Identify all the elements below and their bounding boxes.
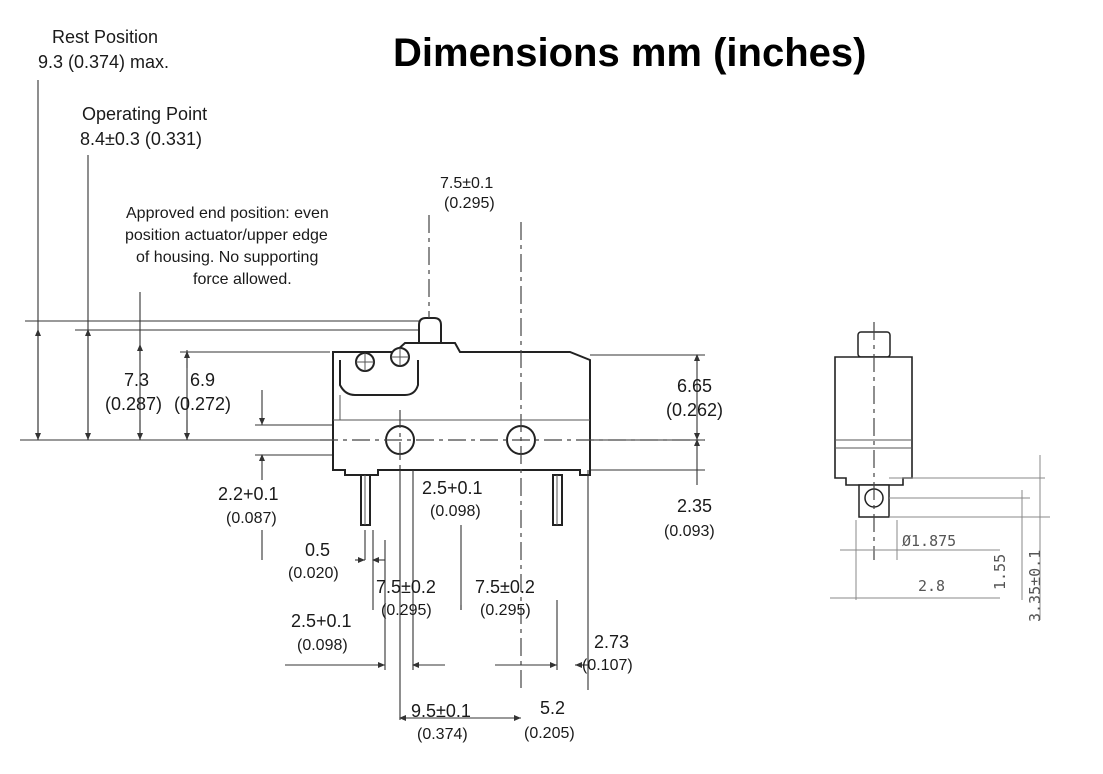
dim-6-9-mm: 6.9 xyxy=(190,370,215,390)
dim-2-73-in: (0.107) xyxy=(582,657,633,674)
dim-9-5-in: (0.374) xyxy=(417,726,468,743)
dim-7-5-left-mm: 7.5±0.2 xyxy=(376,577,436,597)
side-dim-1-875: Ø1.875 xyxy=(902,532,956,550)
dim-5-2-mm: 5.2 xyxy=(540,698,565,718)
svg-text:Approved end position: even: Approved end position: even xyxy=(126,205,329,222)
dim-5-2-in: (0.205) xyxy=(524,725,575,742)
dim-7-5-left-in: (0.295) xyxy=(381,602,432,619)
svg-text:of housing. No supporting: of housing. No supporting xyxy=(136,249,318,266)
dim-7-5-right-in: (0.295) xyxy=(480,602,531,619)
dim-2-5-top-mm: 2.5+0.1 xyxy=(422,478,483,498)
dim-2-2-in: (0.087) xyxy=(226,510,277,527)
dim-2-5-bottom-in: (0.098) xyxy=(297,637,348,654)
page-title: Dimensions mm (inches) xyxy=(393,31,866,75)
dim-7-3-in: (0.287) xyxy=(105,394,162,414)
dim-7-5-right-mm: 7.5±0.2 xyxy=(475,577,535,597)
dim-6-65-mm: 6.65 xyxy=(677,376,712,396)
dim-6-65-in: (0.262) xyxy=(666,400,723,420)
operating-point-label: Operating Point xyxy=(82,104,207,124)
dim-2-2-mm: 2.2+0.1 xyxy=(218,484,279,504)
operating-point-value: 8.4±0.3 (0.331) xyxy=(80,129,202,149)
side-dim-3-35: 3.35±0.1 xyxy=(1026,550,1044,622)
svg-text:force allowed.: force allowed. xyxy=(193,271,292,288)
dim-2-35-in: (0.093) xyxy=(664,523,715,540)
dim-0-5-in: (0.020) xyxy=(288,565,339,582)
rest-position-label: Rest Position xyxy=(52,27,158,47)
dim-2-5-bottom-mm: 2.5+0.1 xyxy=(291,611,352,631)
front-view xyxy=(20,80,705,721)
dim-2-35-mm: 2.35 xyxy=(677,496,712,516)
dim-2-73-mm: 2.73 xyxy=(594,632,629,652)
dim-2-5-top-in: (0.098) xyxy=(430,503,481,520)
dim-6-9-in: (0.272) xyxy=(174,394,231,414)
side-view xyxy=(830,322,1050,620)
rest-position-value: 9.3 (0.374) max. xyxy=(38,52,169,72)
dim-0-5-mm: 0.5 xyxy=(305,540,330,560)
side-dim-2-8: 2.8 xyxy=(918,577,945,595)
svg-text:position actuator/upper edge: position actuator/upper edge xyxy=(125,227,328,244)
side-dim-1-55: 1.55 xyxy=(991,554,1009,590)
dim-7-3-mm: 7.3 xyxy=(124,370,149,390)
dim-top-width-mm: 7.5±0.1 xyxy=(440,175,493,192)
dim-top-width-in: (0.295) xyxy=(444,195,495,212)
dim-9-5-mm: 9.5±0.1 xyxy=(411,701,471,721)
approved-end-note: Approved end position: even position act… xyxy=(125,205,329,288)
